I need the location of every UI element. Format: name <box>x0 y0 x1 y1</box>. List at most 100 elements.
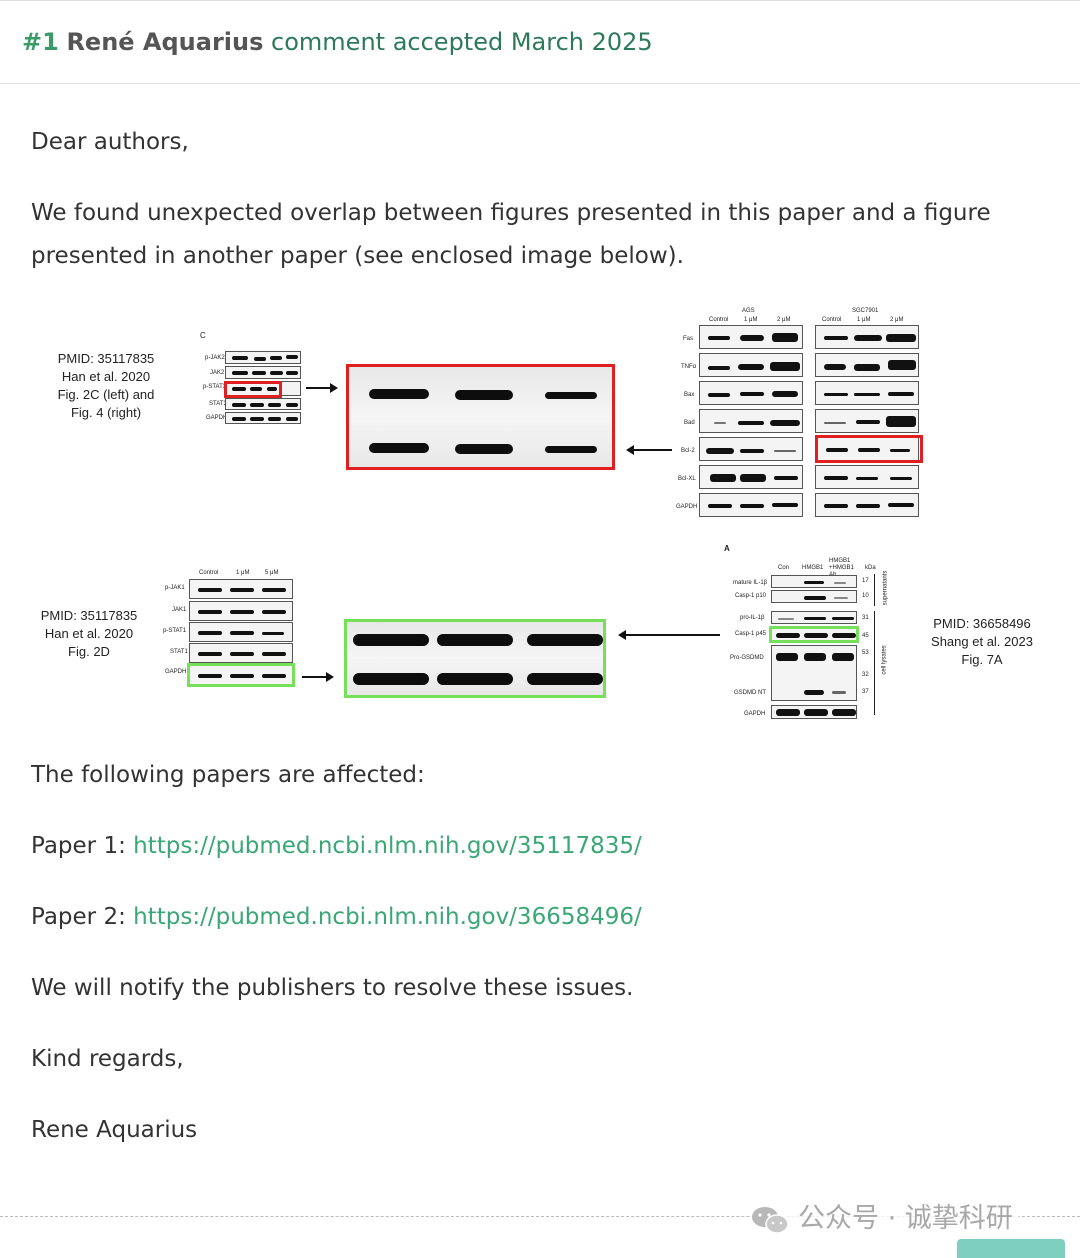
comment-header: #1 René Aquarius comment accepted March … <box>0 0 1080 84</box>
blot-strip <box>189 643 293 663</box>
blot-strip <box>815 465 919 489</box>
closing-text: Kind regards, <box>31 1046 184 1072</box>
blot-label: p-STAT3 <box>203 384 227 390</box>
blot-strip <box>225 351 301 364</box>
group-label: AGS <box>742 308 755 314</box>
caption-line: PMID: 36658496 <box>933 616 1031 631</box>
kda-label: 53 <box>862 650 869 656</box>
blot-label: GAPDH <box>206 415 228 421</box>
bottom-right-caption: PMID: 36658496 Shang et al. 2023 Fig. 7A <box>925 615 1039 669</box>
col-label: 2 μM <box>890 317 904 323</box>
blot-strip <box>815 353 919 377</box>
blot-strip <box>771 575 857 588</box>
blot-strip <box>699 325 803 349</box>
blot-label: STAT3 <box>209 401 227 407</box>
caption-line: PMID: 35117835 <box>57 351 155 366</box>
kda-label: 37 <box>862 689 869 695</box>
bracket-line <box>874 611 875 715</box>
panel-c-letter: C <box>200 331 206 340</box>
caption-line: Fig. 4 (right) <box>70 405 142 420</box>
highlight-box-green <box>769 626 859 643</box>
bracket-line <box>874 574 875 606</box>
top-left-caption: PMID: 35117835 Han et al. 2020 Fig. 2C (… <box>52 350 160 422</box>
paper-1-label: Paper 1: <box>31 833 134 859</box>
intro-line-1: We found unexpected overlap between figu… <box>31 200 991 226</box>
comment-author[interactable]: René Aquarius <box>66 28 264 56</box>
paper-1-line: Paper 1: https://pubmed.ncbi.nlm.nih.gov… <box>31 825 642 868</box>
col-label: 5 μM <box>265 570 279 576</box>
arrow-right-icon <box>306 383 338 393</box>
caption-line: Fig. 2C (left) and <box>57 387 155 402</box>
blot-strip <box>771 705 857 719</box>
comment-title: #1 René Aquarius comment accepted March … <box>22 25 653 59</box>
notify-text: We will notify the publishers to resolve… <box>31 975 634 1001</box>
blot-strip <box>699 465 803 489</box>
caption-line: Han et al. 2020 <box>44 626 134 641</box>
caption-line: PMID: 35117835 <box>40 608 138 623</box>
blot-strip <box>225 398 301 410</box>
col-label: Con <box>778 565 790 571</box>
row-label: pro-IL-1β <box>740 615 765 621</box>
row-label: GAPDH <box>165 669 187 675</box>
blot-strip <box>699 381 803 405</box>
caption-line: Han et al. 2020 <box>61 369 151 384</box>
blot-label: JAK2 <box>210 370 225 376</box>
col-label: 2 μM <box>777 317 791 323</box>
side-label: supernatants <box>882 570 889 606</box>
caption-line: Shang et al. 2023 <box>931 634 1033 649</box>
paper-2-link[interactable]: https://pubmed.ncbi.nlm.nih.gov/36658496… <box>133 904 642 930</box>
highlight-box-red <box>224 381 282 398</box>
blot-strip <box>771 590 857 603</box>
caption-line: Fig. 2D <box>68 644 110 659</box>
intro-line-2: presented in another paper (see enclosed… <box>31 243 684 269</box>
row-label: Casp-1 p45 <box>735 631 767 637</box>
row-label: Bcl-XL <box>678 476 696 482</box>
watermark-text: 公众号 · 诚挚科研 <box>798 1203 1013 1234</box>
blot-label: p-JAK2 <box>205 355 225 361</box>
row-label: mature IL-1β <box>733 580 768 586</box>
blot-strip <box>699 353 803 377</box>
comment-number: #1 <box>22 28 59 56</box>
row-label: Bcl-2 <box>681 448 695 454</box>
paper-2-label: Paper 2: <box>31 904 134 930</box>
kda-label: 45 <box>862 633 869 639</box>
blot-strip <box>189 579 293 599</box>
row-label: Pro-GSDMD <box>730 655 764 661</box>
row-label: GAPDH <box>744 711 766 717</box>
blot-strip <box>225 366 301 379</box>
row-label: Bad <box>684 420 695 426</box>
paper-1-link[interactable]: https://pubmed.ncbi.nlm.nih.gov/35117835… <box>133 833 642 859</box>
row-label: Bax <box>684 392 695 398</box>
highlight-box-green <box>187 663 295 687</box>
row-label: STAT1 <box>170 649 188 655</box>
caption-line: Fig. 7A <box>961 652 1003 667</box>
col-label: Control <box>822 317 842 323</box>
dashed-divider <box>0 1216 1080 1217</box>
greeting: Dear authors, <box>31 129 189 155</box>
paper-2-line: Paper 2: https://pubmed.ncbi.nlm.nih.gov… <box>31 896 642 939</box>
affected-heading: The following papers are affected: <box>31 762 425 788</box>
wechat-icon <box>750 1205 790 1235</box>
col-label: HMGB1 <box>802 565 824 571</box>
kda-label: 31 <box>862 615 869 621</box>
row-label: TNFα <box>681 364 697 370</box>
blot-strip <box>699 437 803 461</box>
zoom-panel-green <box>344 619 606 698</box>
blot-strip <box>815 409 919 433</box>
group-label: SGC7901 <box>852 308 879 314</box>
row-label: GSDMD NT <box>734 690 766 696</box>
kda-label: 10 <box>862 593 869 599</box>
arrow-right-icon <box>302 672 334 682</box>
blot-strip <box>699 493 803 517</box>
kda-label: 32 <box>862 672 869 678</box>
arrow-left-icon <box>618 630 720 640</box>
blot-strip <box>815 493 919 517</box>
col-label: 1 μM <box>236 570 250 576</box>
highlight-box-red <box>815 435 923 463</box>
footer-button[interactable] <box>957 1239 1065 1258</box>
panel-a-letter: A <box>724 544 730 553</box>
comment-status: comment accepted March 2025 <box>271 28 653 56</box>
blot-strip <box>771 645 857 701</box>
comparison-figure: PMID: 35117835 Han et al. 2020 Fig. 2C (… <box>0 295 1080 735</box>
